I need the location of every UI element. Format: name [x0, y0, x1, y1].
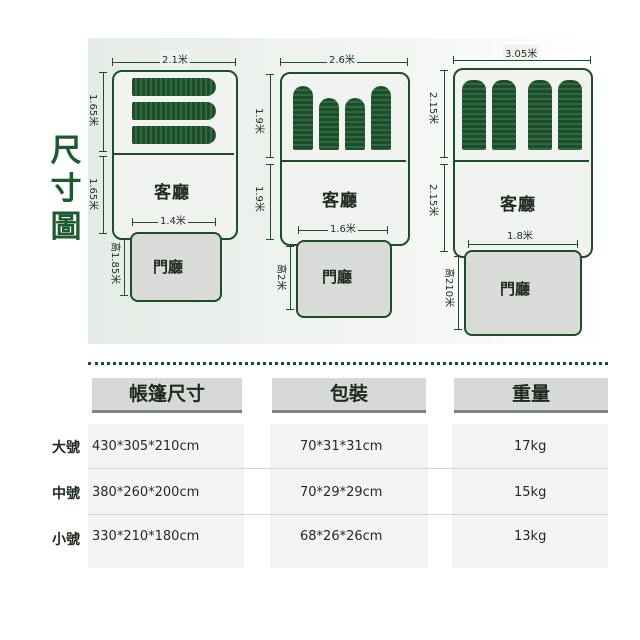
vestibule: [464, 250, 582, 336]
door-height-label: 高2米: [275, 264, 286, 291]
package-cell: 68*26*26cm: [300, 529, 383, 544]
living-room-label: 客廳: [154, 183, 190, 203]
width-label: 3.05米: [503, 45, 540, 60]
weight-cell: 17kg: [514, 439, 547, 454]
package-cell: 70*31*31cm: [300, 439, 383, 454]
vestibule-label: 門廳: [500, 280, 531, 298]
sleeping-bag: [293, 86, 313, 150]
size-cell: 430*305*210cm: [92, 439, 200, 454]
living-room-label: 客廳: [500, 195, 536, 215]
header-package: 包裝: [272, 378, 426, 413]
width-label: 2.1米: [160, 51, 190, 66]
column-bg: [270, 424, 428, 568]
door-height-label: 高210米: [443, 268, 454, 308]
sleeping-bag: [462, 80, 486, 150]
weight-cell: 13kg: [514, 529, 547, 544]
door-width-label: 1.6米: [328, 220, 358, 235]
bedroom-height-label: 1.9米: [253, 108, 264, 134]
bedroom-height-dimension: [440, 70, 448, 158]
width-label: 2.6米: [327, 51, 357, 66]
divider-line: [455, 160, 589, 162]
row-label: 中號: [52, 486, 80, 502]
vestibule: [130, 232, 222, 302]
header-weight: 重量: [454, 378, 608, 413]
sleeping-bag: [371, 86, 391, 150]
sleeping-bag: [492, 80, 516, 150]
column-bg: [452, 424, 608, 568]
sleeping-bag: [132, 126, 216, 144]
row-label: 小號: [52, 532, 80, 548]
sleeping-bag: [132, 78, 216, 96]
divider-line: [282, 160, 406, 162]
door-height-dimension: [454, 256, 462, 330]
title-char: 尺: [50, 133, 82, 169]
vestibule: [296, 240, 392, 318]
vestibule-label: 門廳: [322, 268, 353, 286]
weight-cell: 15kg: [514, 485, 547, 500]
row-divider: [88, 468, 608, 469]
sleeping-bag: [319, 98, 339, 150]
living-height-dimension: [99, 156, 107, 234]
section-divider: [88, 362, 608, 365]
living-height-label: 2.15米: [427, 184, 438, 217]
living-room-label: 客廳: [322, 191, 358, 211]
title-char: 寸: [50, 171, 82, 207]
living-height-dimension: [440, 164, 448, 252]
column-bg: [88, 424, 244, 568]
door-height-dimension: [120, 238, 128, 296]
package-cell: 70*29*29cm: [300, 485, 383, 500]
door-width-dimension: [468, 240, 578, 248]
bedroom-height-dimension: [266, 74, 274, 158]
door-height-label: 高1.85米: [109, 242, 120, 285]
sleeping-bag: [528, 80, 552, 150]
sleeping-bag: [345, 98, 365, 150]
row-label: 大號: [52, 440, 80, 456]
width-dimension: [453, 56, 591, 64]
size-cell: 380*260*200cm: [92, 485, 200, 500]
sleeping-bag: [558, 80, 582, 150]
door-width-label: 1.8米: [505, 227, 535, 242]
living-height-label: 1.9米: [253, 186, 264, 212]
divider-line: [114, 153, 234, 155]
vestibule-label: 門廳: [153, 258, 184, 276]
bedroom-height-dimension: [99, 72, 107, 152]
bedroom-height-label: 2.15米: [427, 92, 438, 125]
size-cell: 330*210*180cm: [92, 529, 200, 544]
bedroom-height-label: 1.65米: [87, 94, 98, 127]
living-height-label: 1.65米: [87, 178, 98, 211]
tent-outline: [112, 70, 238, 240]
title-char: 圖: [50, 209, 82, 245]
sleeping-bag: [132, 102, 216, 120]
size-chart-title: 尺 寸 圖: [46, 132, 86, 246]
row-divider: [88, 514, 608, 515]
door-height-dimension: [286, 246, 294, 310]
living-height-dimension: [266, 164, 274, 240]
door-width-label: 1.4米: [158, 212, 188, 227]
header-tent-size: 帳篷尺寸: [92, 378, 242, 413]
